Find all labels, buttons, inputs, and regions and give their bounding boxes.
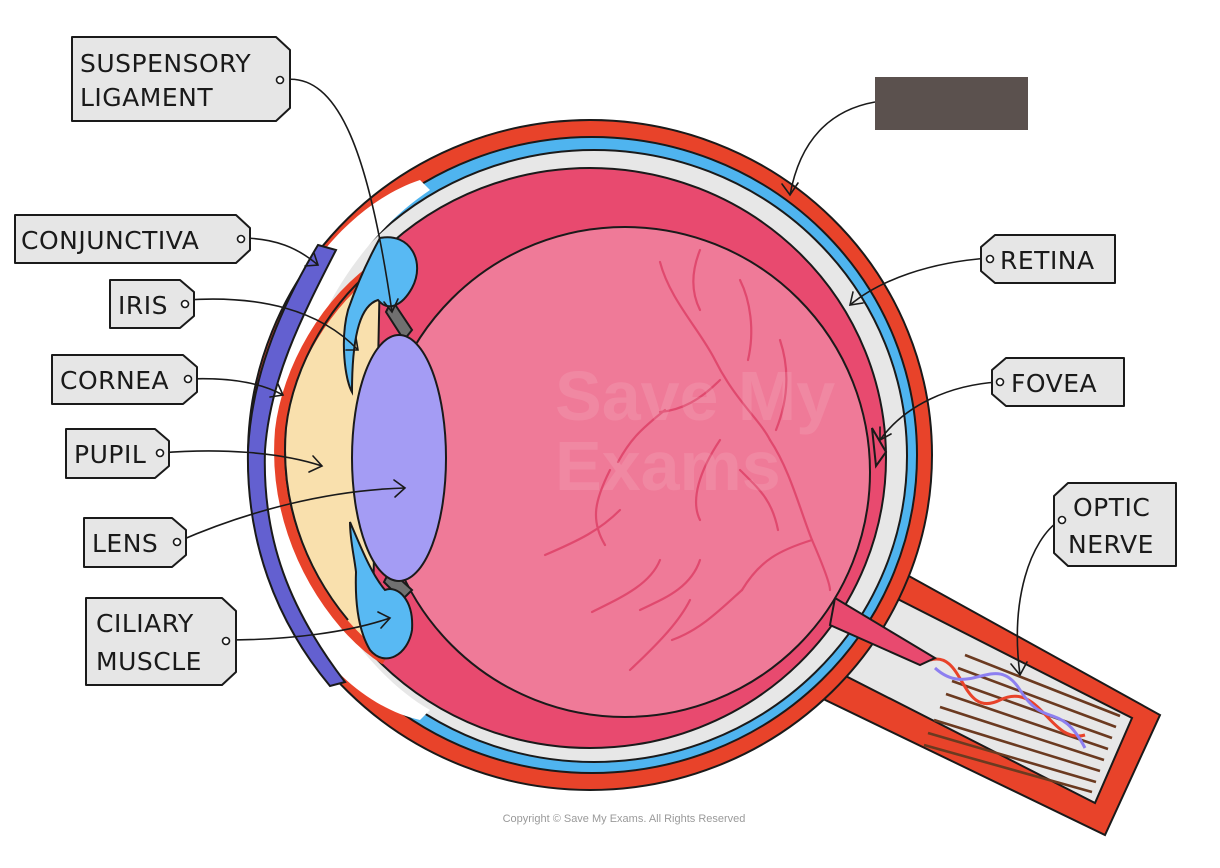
- leader-lines: [159, 78, 1061, 677]
- label-ciliary-muscle-line-1: CILIARY: [96, 609, 194, 638]
- optic-disc: [828, 596, 938, 667]
- eyeball: [247, 119, 938, 791]
- copyright-notice: Copyright © Save My Exams. All Rights Re…: [503, 813, 746, 825]
- label-optic-nerve: OPTIC NERVE: [1053, 482, 1177, 567]
- cornea: [274, 257, 388, 665]
- label-suspensory-ligament: SUSPENSORY LIGAMENT: [71, 36, 291, 122]
- watermark-line-1: Save My: [555, 357, 835, 435]
- optic-nerve-fibres: [923, 653, 1121, 794]
- label-lens-text: LENS: [92, 529, 158, 558]
- label-suspensory-ligament-line-1: SUSPENSORY: [80, 49, 251, 78]
- optic-vein: [933, 666, 1087, 749]
- watermark-line-2: Exams: [555, 427, 781, 505]
- conjunctiva: [246, 243, 347, 688]
- label-lens: LENS: [83, 517, 187, 568]
- label-cornea: CORNEA: [51, 354, 198, 405]
- label-ciliary-muscle-line-2: MUSCLE: [96, 647, 202, 676]
- label-suspensory-ligament-line-2: LIGAMENT: [80, 83, 213, 112]
- retinal-blood-vessels: [543, 248, 832, 672]
- label-retina: RETINA: [980, 234, 1116, 284]
- label-fovea: FOVEA: [991, 357, 1125, 407]
- label-iris: IRIS: [109, 279, 195, 329]
- label-iris-text: IRIS: [118, 291, 168, 320]
- label-pupil: PUPIL: [65, 428, 170, 479]
- label-conjunctiva: CONJUNCTIVA: [14, 214, 251, 264]
- cornea-outline: [284, 257, 389, 621]
- watermark: Save My Exams: [555, 357, 835, 505]
- label-fovea-text: FOVEA: [1011, 369, 1097, 398]
- front-of-eye: [246, 180, 447, 720]
- label-conjunctiva-text: CONJUNCTIVA: [21, 226, 199, 255]
- label-ciliary-muscle: CILIARY MUSCLE: [85, 597, 237, 686]
- fovea-dip: [871, 427, 888, 469]
- label-pupil-text: PUPIL: [74, 440, 146, 469]
- lens: [351, 334, 447, 582]
- hidden-label-box: [875, 77, 1028, 130]
- label-retina-text: RETINA: [1000, 246, 1095, 275]
- label-cornea-text: CORNEA: [60, 366, 169, 395]
- label-optic-nerve-line-1: OPTIC: [1073, 493, 1150, 522]
- optic-artery: [929, 657, 1086, 738]
- label-optic-nerve-line-2: NERVE: [1068, 530, 1154, 559]
